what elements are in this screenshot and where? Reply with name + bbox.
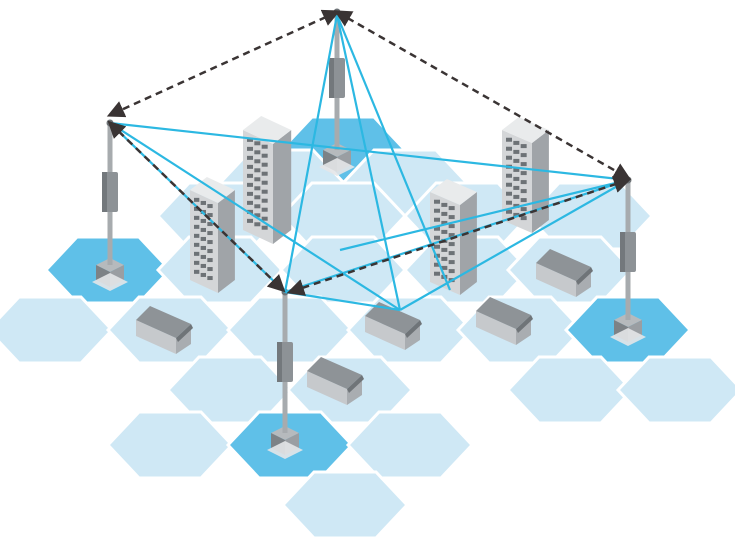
office-building-icon <box>190 177 235 293</box>
house-icon <box>307 357 364 405</box>
backhaul-links <box>106 9 632 296</box>
backhaul-link <box>107 120 286 293</box>
hexagon-cell-icon <box>615 355 735 425</box>
hexagon-cell-icon <box>280 470 410 540</box>
office-building-icon <box>502 117 549 233</box>
hexagon-cell-icon <box>0 295 115 365</box>
house-icon <box>365 302 422 350</box>
tower-bases <box>92 143 646 459</box>
tower-base <box>267 426 303 459</box>
house-icon <box>136 306 193 354</box>
hexagon-cell-icon <box>505 355 635 425</box>
house-icon <box>476 297 533 345</box>
backhaul-link <box>333 10 632 180</box>
backhaul-link <box>106 9 341 118</box>
